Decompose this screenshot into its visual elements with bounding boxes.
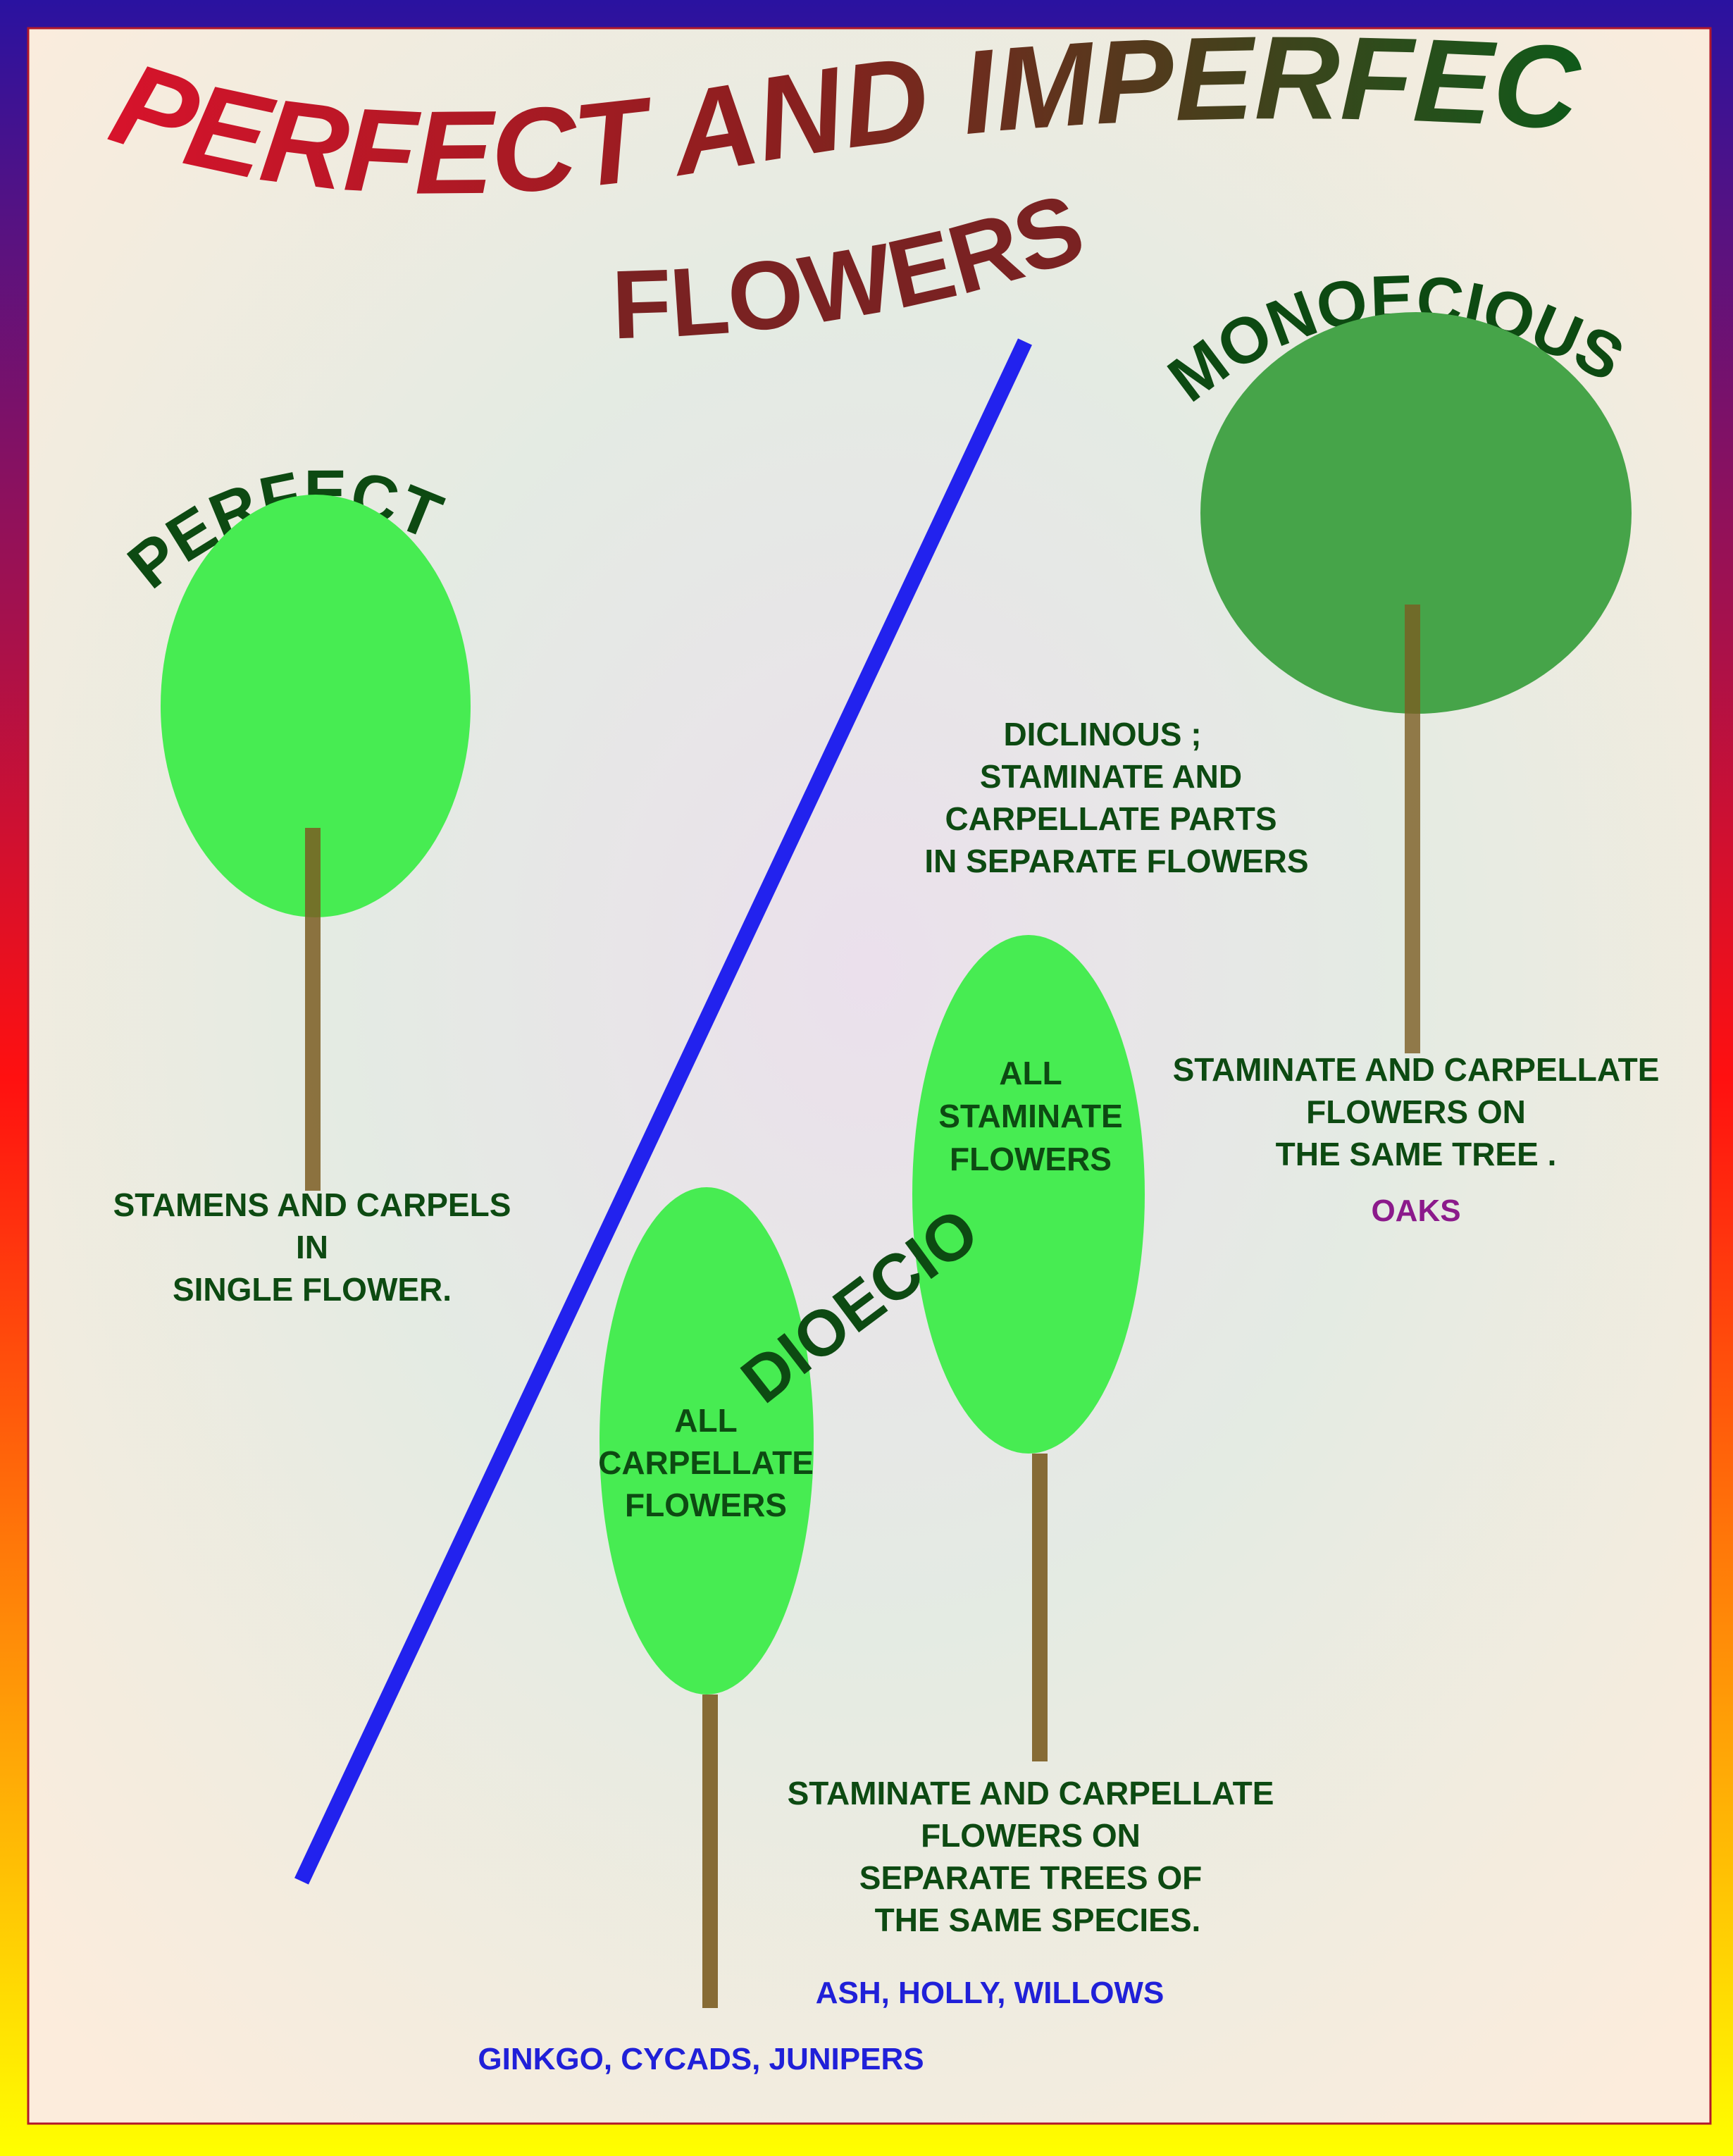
perfect-description-line: IN <box>296 1229 328 1265</box>
monoecious-description-line: FLOWERS ON <box>1306 1094 1526 1130</box>
monoecious-description-line: STAMINATE AND CARPELLATE <box>1173 1051 1660 1088</box>
staminate-examples: ASH, HOLLY, WILLOWS <box>816 1976 1164 2010</box>
perfect-tree-trunk <box>305 828 321 1191</box>
monoecious-example: OAKS <box>1371 1194 1460 1228</box>
staminate-label-line: STAMINATE <box>938 1098 1123 1134</box>
diclinous-line: CARPELLATE PARTS <box>945 800 1277 837</box>
monoecious-description-line: THE SAME TREE . <box>1276 1136 1557 1172</box>
monoecious-description: STAMINATE AND CARPELLATE FLOWERS ON THE … <box>1173 1051 1660 1172</box>
carpellate-label-line: CARPELLATE <box>598 1444 814 1481</box>
carpellate-label-line: FLOWERS <box>625 1487 787 1523</box>
dioecious-description-line: FLOWERS ON <box>921 1817 1141 1854</box>
carpellate-examples: GINKGO, CYCADS, JUNIPERS <box>478 2042 924 2076</box>
staminate-label-line: ALL <box>999 1055 1062 1091</box>
carpellate-tree-crown <box>600 1187 814 1695</box>
perfect-description-line: SINGLE FLOWER. <box>173 1271 452 1308</box>
carpellate-tree-trunk <box>702 1695 718 2008</box>
dioecious-description: STAMINATE AND CARPELLATE FLOWERS ON SEPA… <box>788 1775 1274 1938</box>
perfect-description-line: STAMENS AND CARPELS <box>113 1187 511 1223</box>
perfect-tree-crown <box>161 495 471 917</box>
dioecious-description-line: SEPARATE TREES OF <box>859 1859 1202 1896</box>
monoecious-tree-crown <box>1200 312 1632 714</box>
dioecious-description-line: THE SAME SPECIES. <box>875 1902 1201 1938</box>
staminate-label-line: FLOWERS <box>950 1141 1112 1177</box>
staminate-tree-label: ALL STAMINATE FLOWERS <box>938 1055 1123 1177</box>
staminate-tree-trunk <box>1032 1454 1048 1761</box>
carpellate-tree-label: ALL CARPELLATE FLOWERS <box>598 1402 814 1523</box>
diclinous-line: DICLINOUS ; <box>1003 716 1201 752</box>
diclinous-line: STAMINATE AND <box>980 758 1242 795</box>
diclinous-line: IN SEPARATE FLOWERS <box>924 843 1308 879</box>
perfect-section: PERFECT STAMENS AND CARPELS IN SINGLE FL… <box>113 457 511 1308</box>
carpellate-label-line: ALL <box>674 1402 737 1439</box>
monoecious-tree-trunk <box>1405 605 1420 1053</box>
perfect-description: STAMENS AND CARPELS IN SINGLE FLOWER. <box>113 1187 511 1308</box>
divider-line <box>294 338 1032 1885</box>
diclinous-description: DICLINOUS ; STAMINATE AND CARPELLATE PAR… <box>924 716 1308 879</box>
staminate-tree-crown <box>912 935 1145 1454</box>
dioecious-description-line: STAMINATE AND CARPELLATE <box>788 1775 1274 1811</box>
